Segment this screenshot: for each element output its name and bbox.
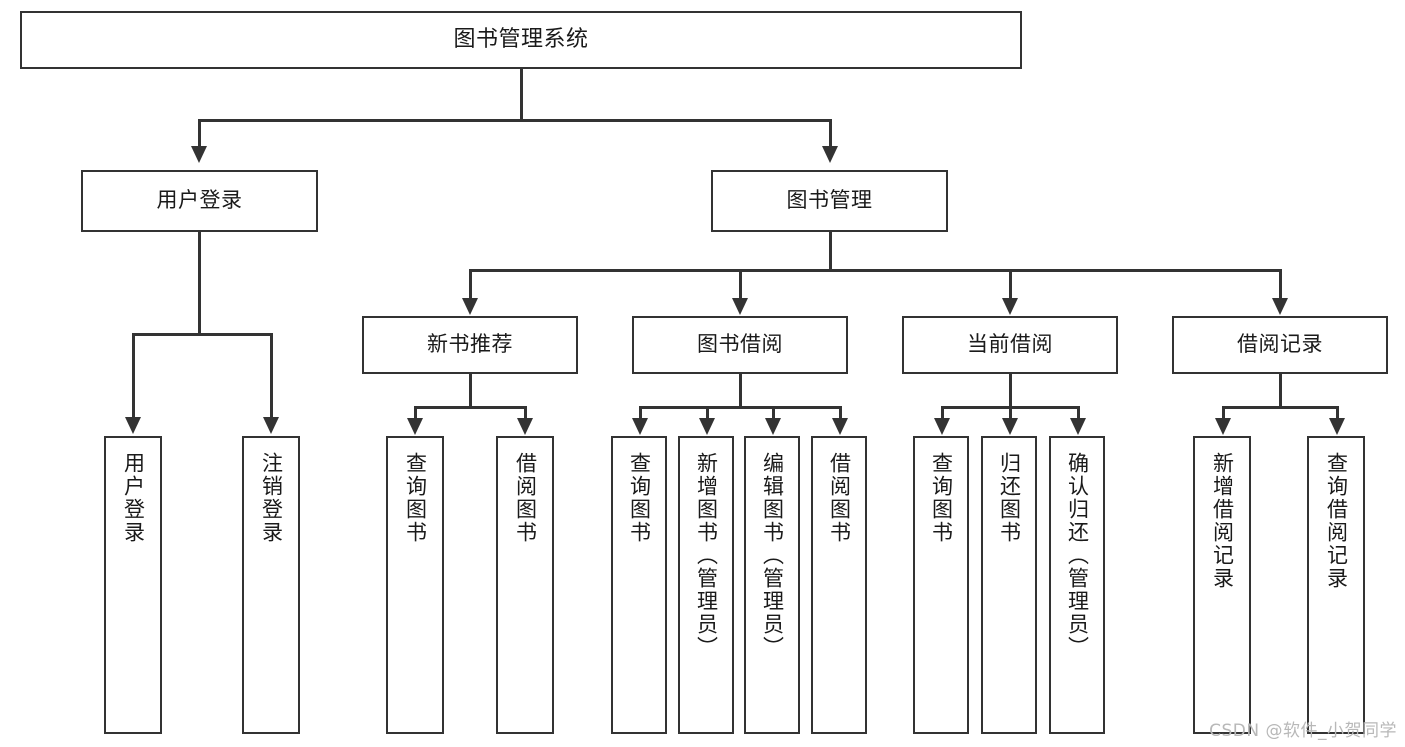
leaf-current-borrow-return-label: 归还图书 [997,452,1022,544]
connector-borrow-record-drop-2 [1336,406,1339,420]
leaf-book-borrow-add[interactable]: 新增图书（管理员） [678,436,734,734]
arrow-book-borrow-leaf-3 [765,418,781,435]
leaf-book-borrow-borrow[interactable]: 借阅图书 [811,436,867,734]
node-new-book-recommend[interactable]: 新书推荐 [362,316,578,374]
leaf-book-borrow-edit-label: 编辑图书（管理员） [760,452,785,659]
node-root-system[interactable]: 图书管理系统 [20,11,1022,69]
leaf-book-borrow-borrow-label: 借阅图书 [827,452,852,544]
connector-level3-drop-4 [1279,269,1282,300]
connector-book-borrow-drop-2 [706,406,709,420]
node-book-borrow[interactable]: 图书借阅 [632,316,848,374]
connector-root-stem [520,69,523,121]
connector-current-borrow-drop-1 [941,406,944,420]
node-book-borrow-label: 图书借阅 [697,332,783,357]
connector-current-borrow-stem [1009,374,1012,408]
arrow-borrow-record-leaf-2 [1329,418,1345,435]
leaf-current-borrow-query[interactable]: 查询图书 [913,436,969,734]
connector-new-book-bus [414,406,526,409]
node-user-login-label: 用户登录 [156,188,243,213]
connector-user-login-stem [198,232,201,335]
arrow-book-borrow-leaf-1 [632,418,648,435]
arrow-level2-book [822,146,838,163]
node-new-book-recommend-label: 新书推荐 [427,332,513,357]
leaf-book-borrow-add-label: 新增图书（管理员） [694,452,719,659]
arrow-level3-borrow-record [1272,298,1288,315]
connector-level3-drop-2 [739,269,742,300]
arrow-level2-user [191,146,207,163]
arrow-new-book-leaf-2 [517,418,533,435]
leaf-borrow-record-query-label: 查询借阅记录 [1324,452,1349,590]
connector-user-login-drop-2 [270,333,273,419]
leaf-current-borrow-confirm-label: 确认归还（管理员） [1065,452,1090,659]
node-borrow-record-label: 借阅记录 [1237,332,1323,357]
leaf-new-book-query[interactable]: 查询图书 [386,436,444,734]
arrow-current-borrow-leaf-2 [1002,418,1018,435]
leaf-book-borrow-query[interactable]: 查询图书 [611,436,667,734]
arrow-borrow-record-leaf-1 [1215,418,1231,435]
node-book-management-label: 图书管理 [786,188,873,213]
arrow-user-login-leaf-2 [263,417,279,434]
node-root-system-label: 图书管理系统 [453,26,589,52]
connector-user-login-drop-1 [132,333,135,419]
connector-borrow-record-drop-1 [1222,406,1225,420]
arrow-level3-new-book [462,298,478,315]
node-current-borrow-label: 当前借阅 [967,332,1053,357]
node-user-login[interactable]: 用户登录 [81,170,318,232]
connector-user-login-bus [132,333,272,336]
leaf-user-login-logout[interactable]: 注销登录 [242,436,300,734]
connector-level2-drop-book [829,119,832,148]
leaf-new-book-borrow-label: 借阅图书 [513,452,538,544]
connector-book-mgmt-stem [829,232,832,271]
connector-borrow-record-stem [1279,374,1282,408]
watermark-text: CSDN @软件_小贺同学 [1209,721,1397,741]
connector-new-book-drop-2 [524,406,527,420]
arrow-new-book-leaf-1 [407,418,423,435]
connector-level2-drop-user [198,119,201,148]
connector-book-borrow-drop-1 [639,406,642,420]
connector-book-borrow-drop-3 [772,406,775,420]
leaf-borrow-record-add-label: 新增借阅记录 [1210,452,1235,590]
leaf-borrow-record-add[interactable]: 新增借阅记录 [1193,436,1251,734]
node-borrow-record[interactable]: 借阅记录 [1172,316,1388,374]
arrow-current-borrow-leaf-1 [934,418,950,435]
connector-level2-bus [198,119,832,122]
leaf-book-borrow-edit[interactable]: 编辑图书（管理员） [744,436,800,734]
leaf-new-book-borrow[interactable]: 借阅图书 [496,436,554,734]
arrow-level3-current-borrow [1002,298,1018,315]
leaf-current-borrow-confirm[interactable]: 确认归还（管理员） [1049,436,1105,734]
connector-level3-drop-3 [1009,269,1012,300]
arrow-level3-book-borrow [732,298,748,315]
connector-current-borrow-drop-3 [1077,406,1080,420]
leaf-borrow-record-query[interactable]: 查询借阅记录 [1307,436,1365,734]
leaf-current-borrow-query-label: 查询图书 [929,452,954,544]
connector-current-borrow-drop-2 [1009,406,1012,420]
arrow-book-borrow-leaf-4 [832,418,848,435]
connector-borrow-record-bus [1222,406,1338,409]
connector-level3-bus [469,269,1281,272]
connector-new-book-stem [469,374,472,408]
leaf-user-login-login-label: 用户登录 [121,452,146,544]
node-current-borrow[interactable]: 当前借阅 [902,316,1118,374]
connector-book-borrow-bus [639,406,841,409]
leaf-user-login-logout-label: 注销登录 [259,452,284,544]
leaf-current-borrow-return[interactable]: 归还图书 [981,436,1037,734]
leaf-new-book-query-label: 查询图书 [403,452,428,544]
node-book-management[interactable]: 图书管理 [711,170,948,232]
connector-book-borrow-drop-4 [839,406,842,420]
arrow-current-borrow-leaf-3 [1070,418,1086,435]
leaf-user-login-login[interactable]: 用户登录 [104,436,162,734]
leaf-book-borrow-query-label: 查询图书 [627,452,652,544]
connector-level3-drop-1 [469,269,472,300]
connector-new-book-drop-1 [414,406,417,420]
arrow-user-login-leaf-1 [125,417,141,434]
arrow-book-borrow-leaf-2 [699,418,715,435]
connector-book-borrow-stem [739,374,742,408]
